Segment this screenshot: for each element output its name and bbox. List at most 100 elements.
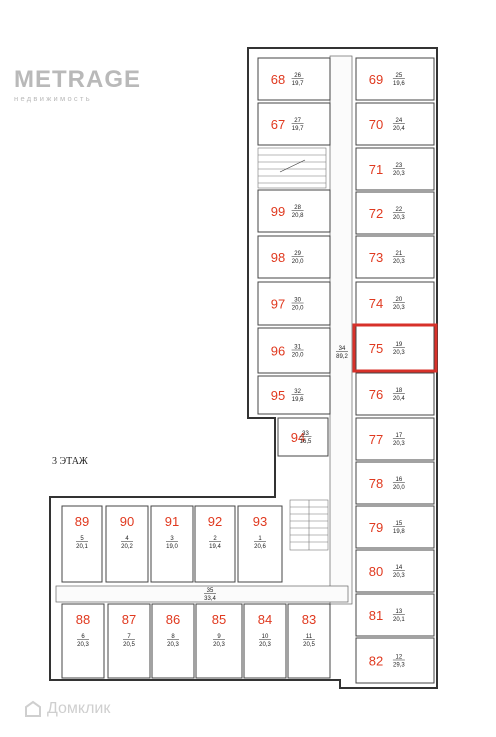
room-outline <box>61 505 103 583</box>
room-area: 20,0 <box>292 306 304 312</box>
room-area: 19,8 <box>393 529 405 535</box>
room-index: 15 <box>396 521 403 527</box>
room-number: 98 <box>271 250 285 265</box>
room-number: 75 <box>369 341 383 356</box>
domclick-watermark: Домклик <box>24 700 110 718</box>
room-number: 70 <box>369 117 383 132</box>
room-index: 22 <box>396 207 403 213</box>
room-80: 80 14 20,3 <box>355 549 435 593</box>
room-outline <box>257 375 331 415</box>
room-area: 20,3 <box>167 642 179 648</box>
room-number: 92 <box>208 514 222 529</box>
lower-staircase <box>289 499 329 551</box>
room-outline <box>151 603 195 679</box>
room-number: 68 <box>271 72 285 87</box>
room-area: 19,4 <box>209 544 221 550</box>
room-area: 19,6 <box>292 397 304 403</box>
room-99: 99 28 20,8 <box>257 189 331 233</box>
room-index: 18 <box>396 388 403 394</box>
room-area: 19,6 <box>393 81 405 87</box>
room-area: 16,5 <box>300 439 312 445</box>
room-number: 86 <box>166 612 180 627</box>
room-number: 97 <box>271 297 285 312</box>
room-index: 28 <box>294 205 301 211</box>
room-index: 5 <box>80 536 84 542</box>
room-outline <box>355 417 435 461</box>
room-index: 10 <box>262 634 269 640</box>
room-outline <box>355 191 435 235</box>
room-number: 87 <box>122 612 136 627</box>
room-number: 72 <box>369 206 383 221</box>
corridor-index: 34 <box>339 346 346 352</box>
room-index: 17 <box>396 433 403 439</box>
room-number: 99 <box>271 204 285 219</box>
upper-staircase <box>257 147 327 189</box>
room-number: 79 <box>369 520 383 535</box>
room-index: 32 <box>294 389 301 395</box>
room-area: 20,4 <box>393 126 405 132</box>
room-79: 79 15 19,8 <box>355 505 435 549</box>
room-area: 20,3 <box>393 350 405 356</box>
room-95: 95 32 19,6 <box>257 375 331 415</box>
room-number: 83 <box>302 612 316 627</box>
room-area: 20,3 <box>393 441 405 447</box>
room-area: 19,7 <box>292 126 304 132</box>
floor-label: 3 ЭТАЖ <box>52 456 88 467</box>
room-outline <box>107 603 151 679</box>
room-outline <box>355 235 435 279</box>
central-corridor <box>55 55 353 605</box>
room-outline <box>355 325 435 371</box>
watermark-text: Домклик <box>47 700 111 717</box>
domclick-icon <box>25 700 41 717</box>
room-index: 30 <box>294 298 301 304</box>
room-outline <box>195 603 243 679</box>
room-number: 84 <box>258 612 272 627</box>
room-number: 96 <box>271 344 285 359</box>
room-number: 95 <box>271 388 285 403</box>
room-area: 20,6 <box>254 544 266 550</box>
room-number: 85 <box>212 612 226 627</box>
room-outline <box>257 235 331 279</box>
room-outline <box>150 505 194 583</box>
room-outline <box>355 505 435 549</box>
room-72: 72 22 20,3 <box>355 191 435 235</box>
logo-subtitle: недвижимость <box>14 94 92 103</box>
room-number: 89 <box>75 514 89 529</box>
room-89: 89 5 20,1 <box>61 505 103 583</box>
room-outline <box>355 461 435 505</box>
room-outline <box>277 417 329 457</box>
corridor-area: 33,4 <box>204 596 216 602</box>
metrage-logo: METRAGE недвижимость <box>14 68 141 104</box>
room-outline <box>355 281 435 325</box>
room-index: 31 <box>294 345 301 351</box>
room-area: 20,8 <box>292 213 304 219</box>
room-number: 73 <box>369 250 383 265</box>
room-area: 20,3 <box>393 215 405 221</box>
room-number: 71 <box>369 162 383 177</box>
room-index: 14 <box>396 565 403 571</box>
room-outline <box>355 549 435 593</box>
room-number: 80 <box>369 564 383 579</box>
room-area: 20,0 <box>292 259 304 265</box>
room-area: 29,3 <box>393 663 405 669</box>
room-number: 69 <box>369 72 383 87</box>
room-number: 82 <box>369 654 383 669</box>
room-outline <box>355 372 435 416</box>
room-area: 20,1 <box>76 544 88 550</box>
room-number: 76 <box>369 387 383 402</box>
building-outline <box>49 47 438 689</box>
room-area: 20,3 <box>393 573 405 579</box>
